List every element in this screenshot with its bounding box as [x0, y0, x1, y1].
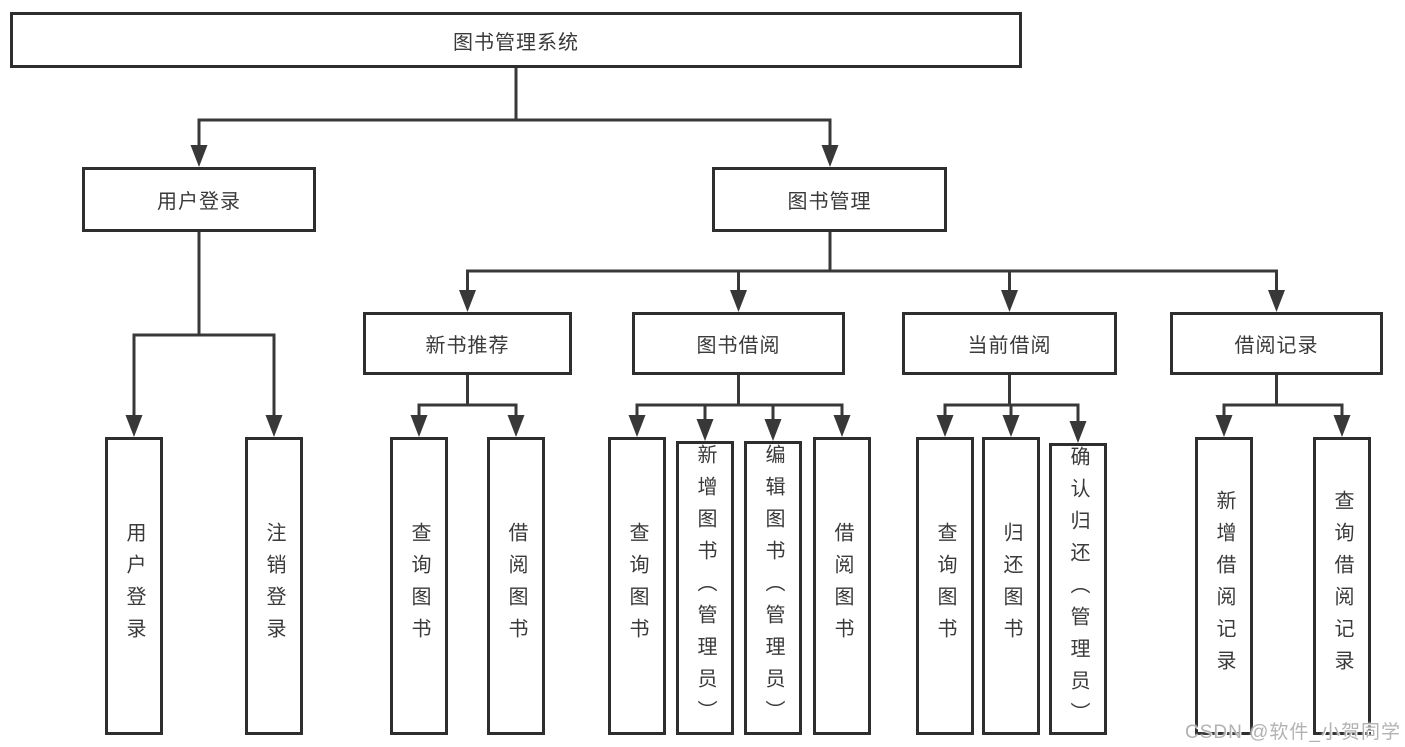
leaf-confirm-return-admin: 确认归还（管理员） — [1049, 443, 1107, 735]
leaf-query-books-recommend: 查询图书 — [390, 437, 448, 735]
leaf-add-borrow-record: 新增借阅记录 — [1195, 437, 1253, 735]
leaf-query-books-current: 查询图书 — [916, 437, 974, 735]
node-new-book-recommend: 新书推荐 — [363, 312, 572, 375]
node-book-management: 图书管理 — [712, 167, 947, 232]
watermark: CSDN @软件_小贺同学 — [1185, 722, 1401, 743]
leaf-query-borrow-record: 查询借阅记录 — [1313, 437, 1371, 735]
node-user-login: 用户登录 — [82, 167, 316, 232]
node-borrow-records: 借阅记录 — [1170, 312, 1383, 375]
node-system-root: 图书管理系统 — [10, 12, 1022, 68]
leaf-query-books-borrow: 查询图书 — [608, 437, 666, 735]
leaf-user-login: 用户登录 — [105, 437, 163, 735]
leaf-borrow-books: 借阅图书 — [813, 437, 871, 735]
leaf-logout: 注销登录 — [245, 437, 303, 735]
node-book-borrow: 图书借阅 — [632, 312, 845, 375]
leaf-add-books-admin: 新增图书（管理员） — [676, 441, 734, 735]
leaf-edit-books-admin: 编辑图书（管理员） — [744, 441, 802, 735]
leaf-borrow-books-recommend: 借阅图书 — [487, 437, 545, 735]
node-current-borrow: 当前借阅 — [902, 312, 1117, 375]
leaf-return-books: 归还图书 — [982, 437, 1040, 735]
